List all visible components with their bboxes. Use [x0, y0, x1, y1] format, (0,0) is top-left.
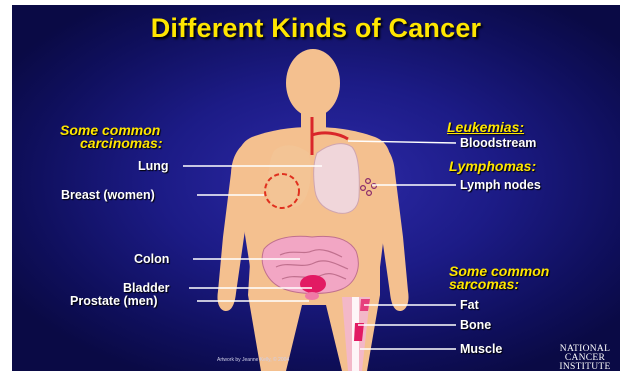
label-fat: Fat: [460, 298, 479, 312]
label-breast: Breast (women): [61, 188, 155, 202]
label-lymph-nodes: Lymph nodes: [460, 178, 541, 192]
body-silhouette: [217, 49, 408, 371]
label-colon: Colon: [134, 252, 169, 266]
nci-logo: NATIONAL CANCER INSTITUTE: [554, 345, 616, 371]
carcinomas-header-line2: carcinomas:: [80, 136, 162, 150]
lung: [314, 144, 360, 214]
bladder: [300, 275, 326, 293]
slide: Different Kinds of Cancer: [12, 5, 620, 371]
artwork-credit: Artwork by Jeanne Kelly, © 2004: [217, 357, 289, 363]
label-lung: Lung: [138, 159, 169, 173]
logo-line-institute: INSTITUTE: [554, 363, 616, 371]
label-bladder: Bladder: [123, 281, 170, 295]
label-muscle: Muscle: [460, 342, 502, 356]
label-bone: Bone: [460, 318, 491, 332]
leukemias-header: Leukemias:: [447, 120, 524, 134]
lymphomas-header: Lymphomas:: [449, 159, 536, 173]
head: [286, 49, 340, 117]
prostate: [305, 292, 319, 300]
label-bloodstream: Bloodstream: [460, 136, 536, 150]
sarcomas-header-line2: sarcomas:: [449, 277, 519, 291]
label-prostate: Prostate (men): [70, 294, 158, 308]
